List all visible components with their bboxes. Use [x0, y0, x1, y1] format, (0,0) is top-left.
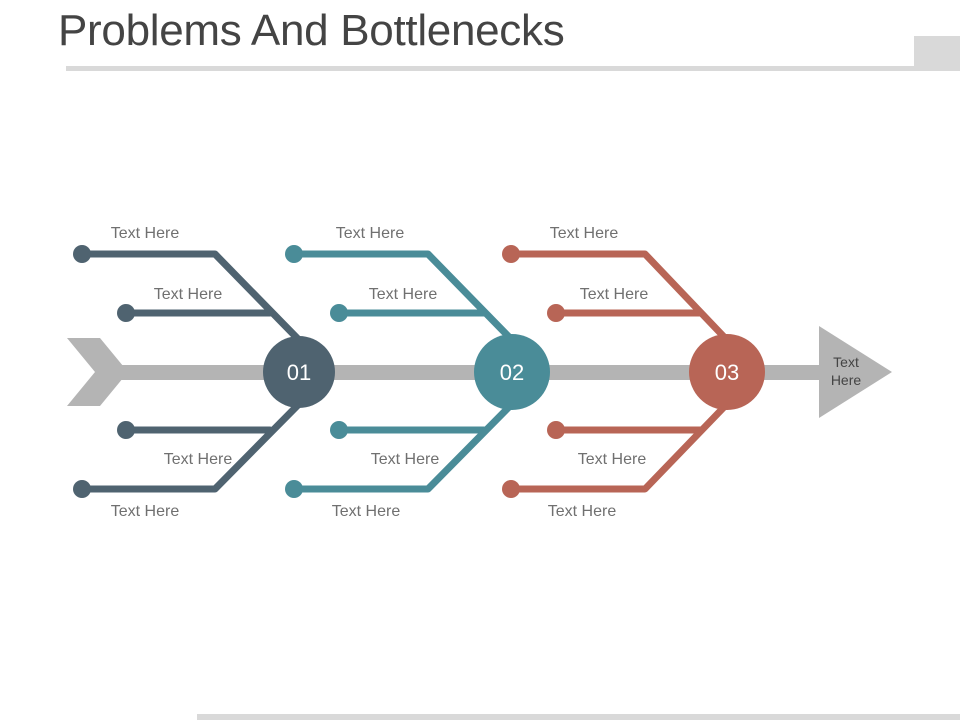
bone-dots-2 — [285, 245, 348, 498]
arrowhead-label-line2: Here — [831, 372, 862, 388]
label-lower-inner-1: Text Here — [164, 451, 233, 468]
bone-group-2 — [290, 250, 516, 493]
node-circle-1 — [263, 336, 335, 408]
label-lower-inner-3: Text Here — [578, 451, 647, 468]
bone-group-3 — [507, 250, 731, 493]
label-upper-outer-2: Text Here — [336, 225, 405, 242]
node-number-3: 03 — [715, 360, 739, 385]
node-number-2: 02 — [500, 360, 524, 385]
node-circle-3 — [689, 334, 765, 410]
bone-dot — [330, 421, 348, 439]
arrowhead-label-line1: Text — [833, 354, 859, 370]
bone-lower-outer — [290, 400, 516, 493]
bone-dot — [73, 480, 91, 498]
node-number-1: 01 — [287, 360, 311, 385]
bone-dots-1 — [73, 245, 135, 498]
bone-group-1 — [78, 250, 303, 493]
node-circle-2 — [474, 334, 550, 410]
bone-dot — [117, 421, 135, 439]
label-lower-outer-2: Text Here — [332, 503, 401, 520]
bone-dot — [502, 480, 520, 498]
label-upper-inner-3: Text Here — [580, 286, 649, 303]
label-lower-inner-2: Text Here — [371, 451, 440, 468]
bone-dot — [285, 480, 303, 498]
label-upper-inner-2: Text Here — [369, 286, 438, 303]
label-upper-outer-3: Text Here — [550, 225, 619, 242]
bone-dots-3 — [502, 245, 565, 498]
label-lower-outer-3: Text Here — [548, 503, 617, 520]
footer-rule — [197, 714, 960, 720]
bone-dot — [285, 245, 303, 263]
label-upper-inner-1: Text Here — [154, 286, 223, 303]
bone-dot — [547, 421, 565, 439]
slide-title: Problems And Bottlenecks — [58, 6, 565, 55]
title-corner-block — [914, 36, 960, 71]
bone-dot — [330, 304, 348, 322]
bone-lower-outer — [507, 400, 731, 493]
label-upper-outer-1: Text Here — [111, 225, 180, 242]
bone-dot — [73, 245, 91, 263]
bone-lower-outer — [78, 400, 303, 493]
spine-arrowhead — [819, 326, 892, 418]
bone-dot — [117, 304, 135, 322]
bone-dot — [547, 304, 565, 322]
bone-dot — [502, 245, 520, 263]
label-lower-outer-1: Text Here — [111, 503, 180, 520]
title-underline — [66, 66, 916, 71]
spine-tail — [67, 338, 128, 406]
